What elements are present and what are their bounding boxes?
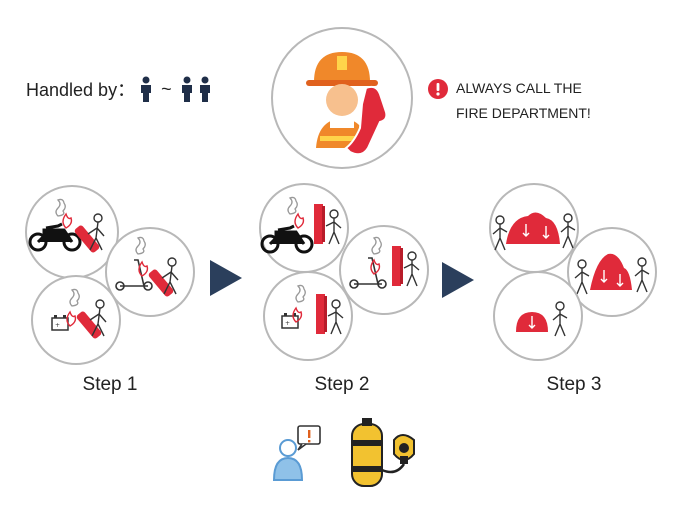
step2-battery-circle: [263, 271, 353, 361]
step3-large-mound-circle: [489, 183, 579, 273]
step1-scooter-circle: [105, 227, 195, 317]
handled-by-separator: ~: [161, 78, 172, 99]
step3-small-mound-circle: [493, 271, 583, 361]
handled-by-row: Handled by： ~: [26, 76, 212, 102]
warning-line-1: ALWAYS CALL THE: [456, 80, 582, 96]
handled-by-label: Handled by：: [26, 80, 136, 100]
alert-icon: [428, 78, 448, 99]
step2-scooter-circle: [339, 225, 429, 315]
person-icon: [199, 76, 210, 102]
step-3-label: Step 3: [546, 374, 602, 395]
step3-medium-mound-circle: [567, 227, 657, 317]
step1-motorcycle-circle: [25, 185, 119, 279]
step-2-label: Step 2: [314, 374, 370, 395]
step-arrow-1: [210, 260, 242, 296]
person-icon: [181, 76, 192, 102]
step-1-label: Step 1: [82, 374, 138, 395]
breathing-apparatus-icon: [351, 418, 415, 487]
step2-motorcycle-circle: [259, 183, 349, 273]
step1-battery-circle: [31, 275, 121, 365]
warning-line-2: FIRE DEPARTMENT!: [456, 105, 591, 121]
phone-icon: [344, 85, 388, 156]
step-arrow-2: [442, 262, 474, 298]
person-icon: [141, 76, 152, 102]
person-alert-icon: [272, 425, 321, 481]
warning-note: ALWAYS CALL THE FIRE DEPARTMENT!: [428, 76, 591, 126]
